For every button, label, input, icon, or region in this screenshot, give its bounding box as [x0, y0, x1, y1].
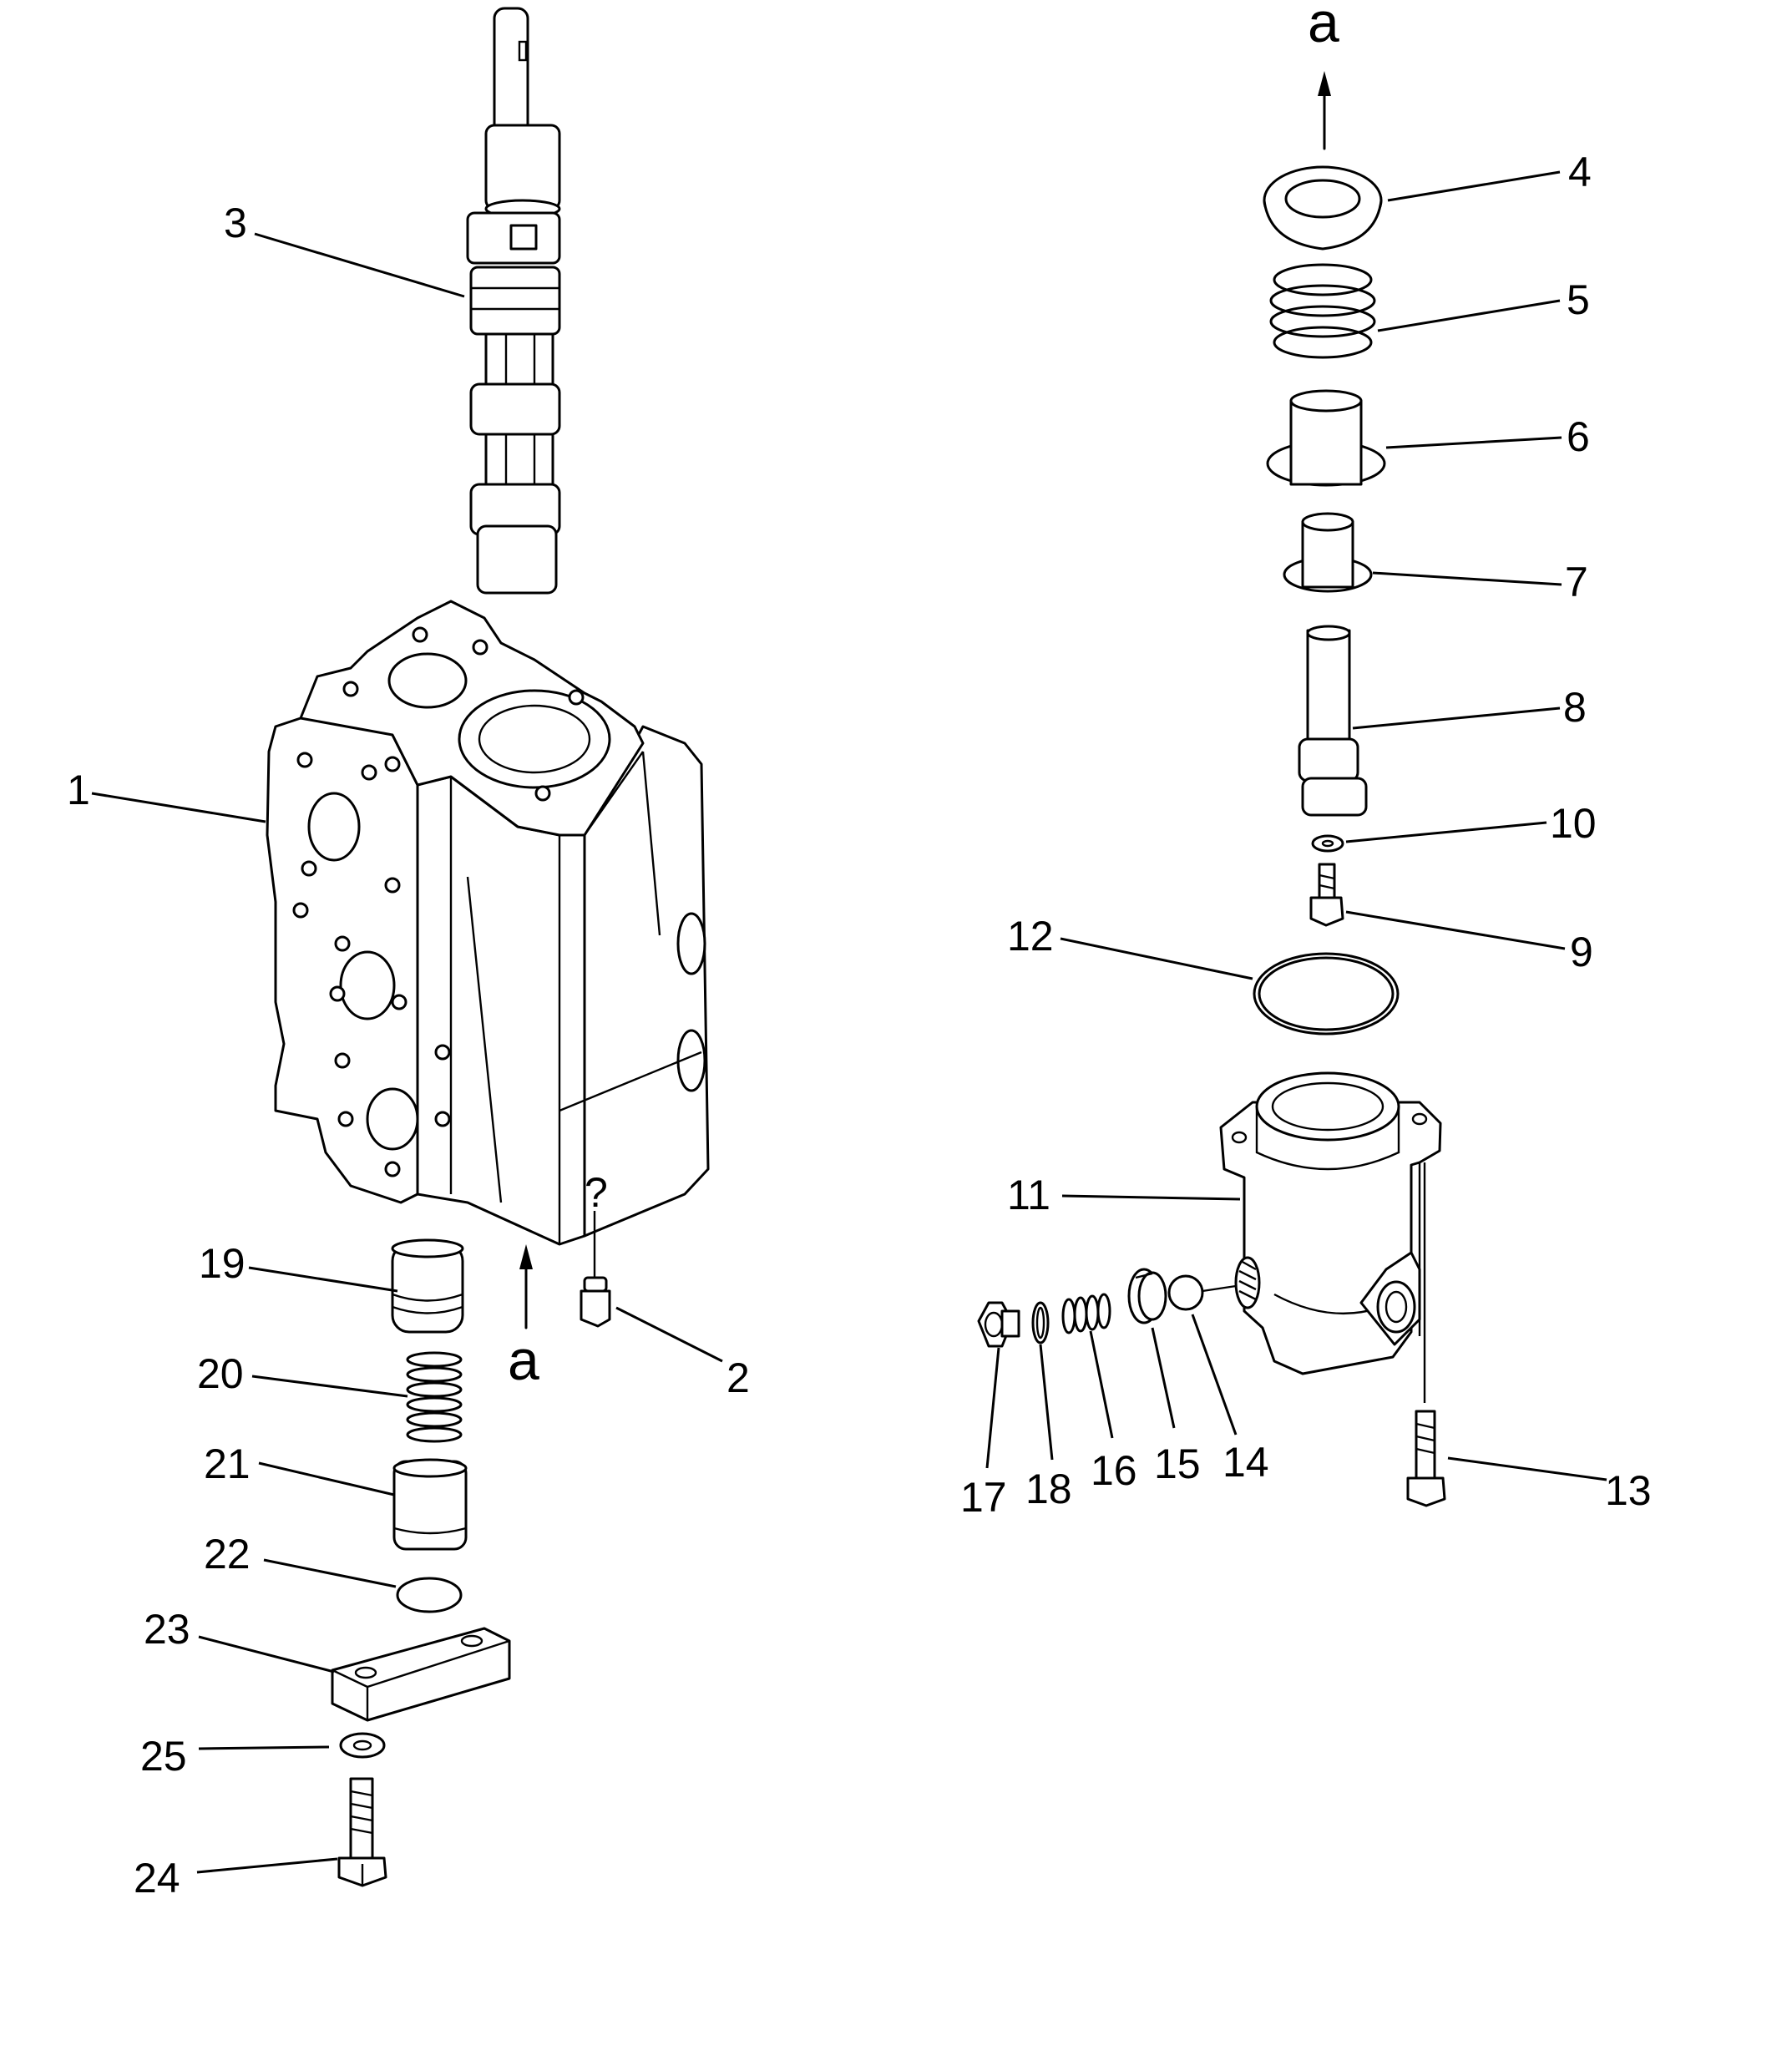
valve-body-part-1: ? — [266, 600, 710, 1246]
retainer-part-6 — [1266, 389, 1386, 487]
spring-part-16 — [1061, 1293, 1111, 1334]
label-part-15: 15 — [1154, 1441, 1201, 1487]
washer-part-25 — [339, 1732, 386, 1759]
label-part-18: 18 — [1025, 1466, 1072, 1512]
label-part-19: 19 — [199, 1240, 246, 1287]
bolt-part-13 — [1406, 1162, 1446, 1507]
label-part-14: 14 — [1223, 1439, 1269, 1486]
o-ring-part-12 — [1253, 952, 1400, 1036]
plug-part-17 — [977, 1301, 1020, 1348]
label-part-9: 9 — [1570, 929, 1593, 975]
label-part-13: 13 — [1605, 1467, 1652, 1514]
spring-part-20 — [406, 1351, 463, 1443]
spring-part-5 — [1269, 263, 1376, 359]
label-part-8: 8 — [1563, 684, 1587, 731]
plug-part-2 — [580, 1244, 611, 1328]
label-part-1: 1 — [67, 767, 90, 813]
label-part-6: 6 — [1567, 413, 1590, 460]
washer-part-10 — [1311, 834, 1344, 853]
cap-part-4 — [1263, 165, 1383, 251]
label-connector-top: a — [1308, 0, 1339, 54]
label-part-22: 22 — [204, 1531, 251, 1577]
label-part-2: 2 — [726, 1355, 750, 1401]
seat-part-15 — [1127, 1268, 1167, 1324]
label-part-12: 12 — [1007, 913, 1054, 960]
housing-part-11 — [1219, 1071, 1442, 1375]
retainer-part-7 — [1283, 512, 1373, 593]
plate-part-23 — [331, 1627, 511, 1722]
label-part-10: 10 — [1550, 800, 1597, 847]
bolt-part-24 — [337, 1777, 387, 1887]
label-part-25: 25 — [140, 1733, 187, 1780]
label-part-3: 3 — [224, 200, 247, 246]
screw-part-9 — [1309, 863, 1344, 927]
spool-part-3 — [466, 7, 561, 595]
label-part-11: 11 — [1007, 1172, 1050, 1218]
label-part-23: 23 — [144, 1606, 190, 1653]
stem-part-8 — [1298, 625, 1368, 817]
label-part-24: 24 — [134, 1855, 180, 1901]
leader-lines — [91, 170, 1607, 1874]
svg-text:?: ? — [585, 1169, 608, 1216]
label-part-17: 17 — [960, 1474, 1007, 1521]
label-connector-bottom: a — [508, 1329, 539, 1392]
o-ring-part-18 — [1031, 1301, 1050, 1344]
plug-part-19 — [391, 1238, 464, 1334]
label-part-5: 5 — [1567, 276, 1590, 323]
connector-arrow-top — [1318, 71, 1331, 150]
part-labels: 1 2 3 4 5 6 7 8 9 10 11 12 13 14 15 16 1… — [67, 0, 1652, 1901]
connector-arrow-bottom — [519, 1244, 533, 1329]
ball-part-14 — [1167, 1274, 1237, 1311]
label-part-20: 20 — [197, 1350, 244, 1397]
label-part-4: 4 — [1568, 149, 1592, 195]
label-part-21: 21 — [204, 1441, 251, 1487]
label-part-16: 16 — [1091, 1447, 1137, 1494]
piston-part-21 — [392, 1458, 468, 1551]
o-ring-part-22 — [396, 1577, 463, 1613]
label-part-7: 7 — [1565, 559, 1588, 605]
